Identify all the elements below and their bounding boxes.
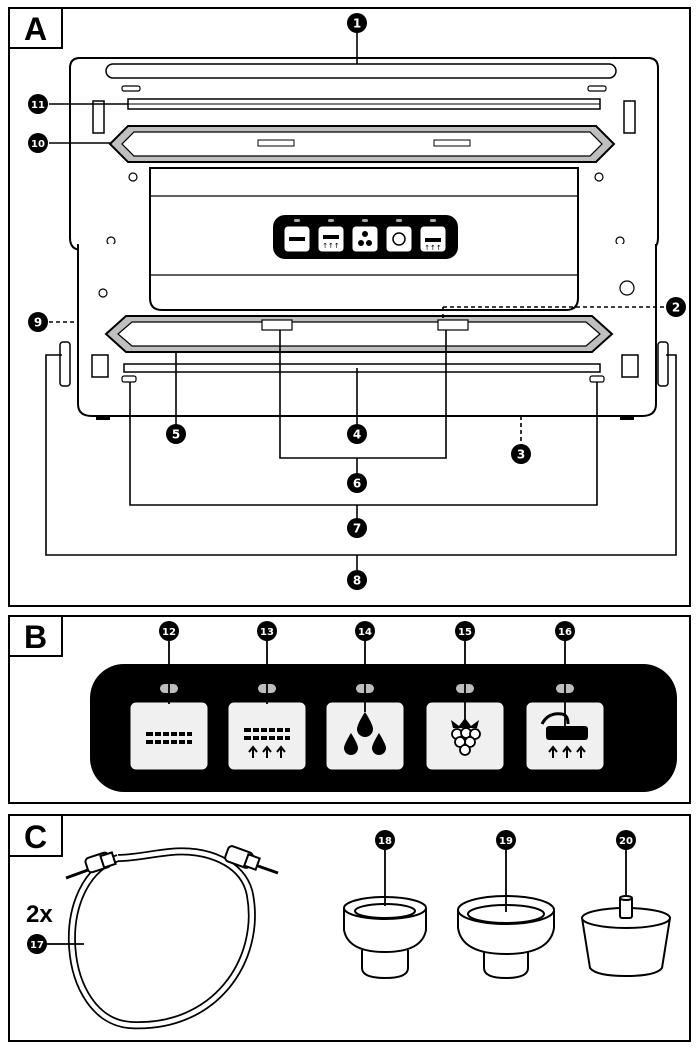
- svg-text:20: 20: [619, 836, 633, 847]
- hose-connector-left: [65, 851, 117, 880]
- svg-text:16: 16: [558, 627, 572, 638]
- svg-text:5: 5: [172, 428, 180, 442]
- moist-button[interactable]: [325, 701, 405, 771]
- callout-16: 16: [555, 621, 575, 641]
- adapter-large: [457, 895, 555, 980]
- base-screw-hole: [619, 280, 635, 296]
- svg-text:1: 1: [353, 17, 361, 31]
- section-a-label-box: [8, 7, 63, 49]
- upper-latch-right: [623, 100, 636, 134]
- callout-14: 14: [355, 621, 375, 641]
- vacuum-opening-right: [437, 319, 469, 331]
- release-button-left: [59, 341, 71, 387]
- vacuum-opening-left: [261, 319, 293, 331]
- svg-text:↑↑↑: ↑↑↑: [322, 242, 340, 250]
- lid-screw-hole: [128, 172, 138, 182]
- svg-text:11: 11: [31, 100, 45, 111]
- base-screw-hole: [98, 288, 108, 298]
- section-b-label: B: [24, 619, 47, 655]
- callout-12: 12: [159, 621, 179, 641]
- callout-6: 6: [347, 473, 367, 493]
- svg-text:13: 13: [260, 627, 274, 638]
- lower-latch-left: [91, 354, 109, 378]
- hose-connector-right: [224, 845, 279, 875]
- raspberry-icon: [451, 718, 481, 756]
- svg-text:18: 18: [378, 836, 392, 847]
- svg-text:12: 12: [162, 627, 176, 638]
- callout-5: 5: [166, 424, 186, 444]
- callout-13: 13: [257, 621, 277, 641]
- water-drops-icon: [344, 712, 386, 755]
- svg-text:↑↑↑: ↑↑↑: [424, 244, 442, 252]
- soft-food-button[interactable]: [425, 701, 505, 771]
- callout-2: 2: [666, 297, 686, 317]
- lid-slot-right: [587, 85, 607, 92]
- device-foot: [96, 416, 110, 420]
- hose-accessory-icon: [540, 712, 588, 758]
- callout-18: 18: [375, 830, 395, 850]
- seal-button[interactable]: [129, 701, 209, 771]
- callout-17: 17: [27, 934, 47, 954]
- svg-text:7: 7: [353, 522, 361, 536]
- lower-sealing-strip: [123, 363, 601, 373]
- callout-8: 8: [347, 570, 367, 590]
- callout-3: 3: [511, 444, 531, 464]
- svg-text:2: 2: [672, 301, 680, 315]
- callout-4: 4: [347, 424, 367, 444]
- callout-19: 19: [496, 830, 516, 850]
- svg-text:19: 19: [499, 836, 513, 847]
- section-c-label-box: [8, 814, 63, 857]
- upper-latch-left: [92, 100, 105, 134]
- callout-9: 9: [28, 312, 48, 332]
- lid-handle-bar: [105, 63, 617, 79]
- callout-10: 10: [28, 133, 48, 153]
- adapter-cone: [581, 895, 671, 978]
- seal-icon: [146, 730, 192, 746]
- svg-text:3: 3: [517, 448, 525, 462]
- callout-15: 15: [455, 621, 475, 641]
- hose-quantity-label: 2x: [26, 901, 53, 928]
- vacuum-hose: [65, 845, 279, 1030]
- release-button-right: [657, 341, 669, 387]
- section-c-label: C: [24, 819, 47, 855]
- bag-sensor-left: [121, 375, 137, 383]
- section-a-label: A: [24, 11, 47, 47]
- svg-text:9: 9: [34, 316, 42, 330]
- svg-text:15: 15: [458, 627, 472, 638]
- svg-text:17: 17: [30, 940, 44, 951]
- svg-text:8: 8: [353, 574, 361, 588]
- svg-text:6: 6: [353, 477, 361, 491]
- callout-11: 11: [28, 94, 48, 114]
- callout-20: 20: [616, 830, 636, 850]
- svg-text:10: 10: [31, 139, 45, 150]
- svg-text:4: 4: [353, 428, 361, 442]
- callout-7: 7: [347, 518, 367, 538]
- callout-1: 1: [347, 13, 367, 33]
- callout-leader-lines-b: [168, 640, 566, 726]
- device-foot: [620, 416, 634, 420]
- lid-slot-left: [121, 85, 141, 92]
- section-b-label-box: [8, 615, 63, 657]
- adapter-small: [343, 896, 427, 980]
- lower-latch-right: [621, 354, 639, 378]
- svg-text:14: 14: [358, 627, 372, 638]
- callout-leader-lines-a: [45, 33, 677, 570]
- lid-screw-hole: [594, 172, 604, 182]
- vacuum-seal-icon: [244, 726, 290, 758]
